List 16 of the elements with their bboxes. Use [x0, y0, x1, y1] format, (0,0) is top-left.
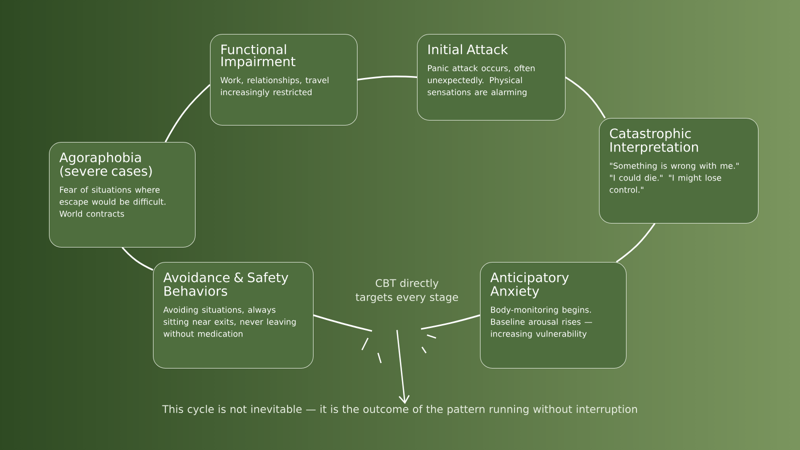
cycle-line [122, 246, 154, 271]
stage-card: Initial Attack Panic attack occurs, often unexpectedly. Physical sensations are alarming [417, 34, 566, 120]
cycle-line [164, 84, 211, 142]
stage-card: Functional Impairment Work, relationships, travel increasingly restricted [210, 34, 358, 126]
cycle-line [313, 314, 372, 332]
stage-card: Anticipatory Anxiety Body-monitoring begins. Baseline arousal rises — increasing vulnerability [480, 262, 626, 368]
arrow [396, 330, 410, 404]
stage-card: Catastrophic Interpretation "Something is wrong with me." "I could die." "I might lose control." [599, 118, 758, 224]
stage-card: Avoidance & Safety Behaviors Avoiding situations, always sitting near exits, never leaving without medication [153, 262, 314, 368]
cycle-line [357, 76, 418, 80]
cycle-line [564, 76, 606, 118]
stage-card: Agoraphobia (severe cases) Fear of situations where escape would be difficult. World contracts [49, 142, 196, 248]
cycle-line [616, 222, 656, 263]
caption-text: This cycle is not inevitable — it is the outcome of the pattern running without interruption [162, 404, 637, 416]
cycle-line [420, 314, 480, 330]
note-text: CBT directly targets every stage [356, 278, 458, 304]
